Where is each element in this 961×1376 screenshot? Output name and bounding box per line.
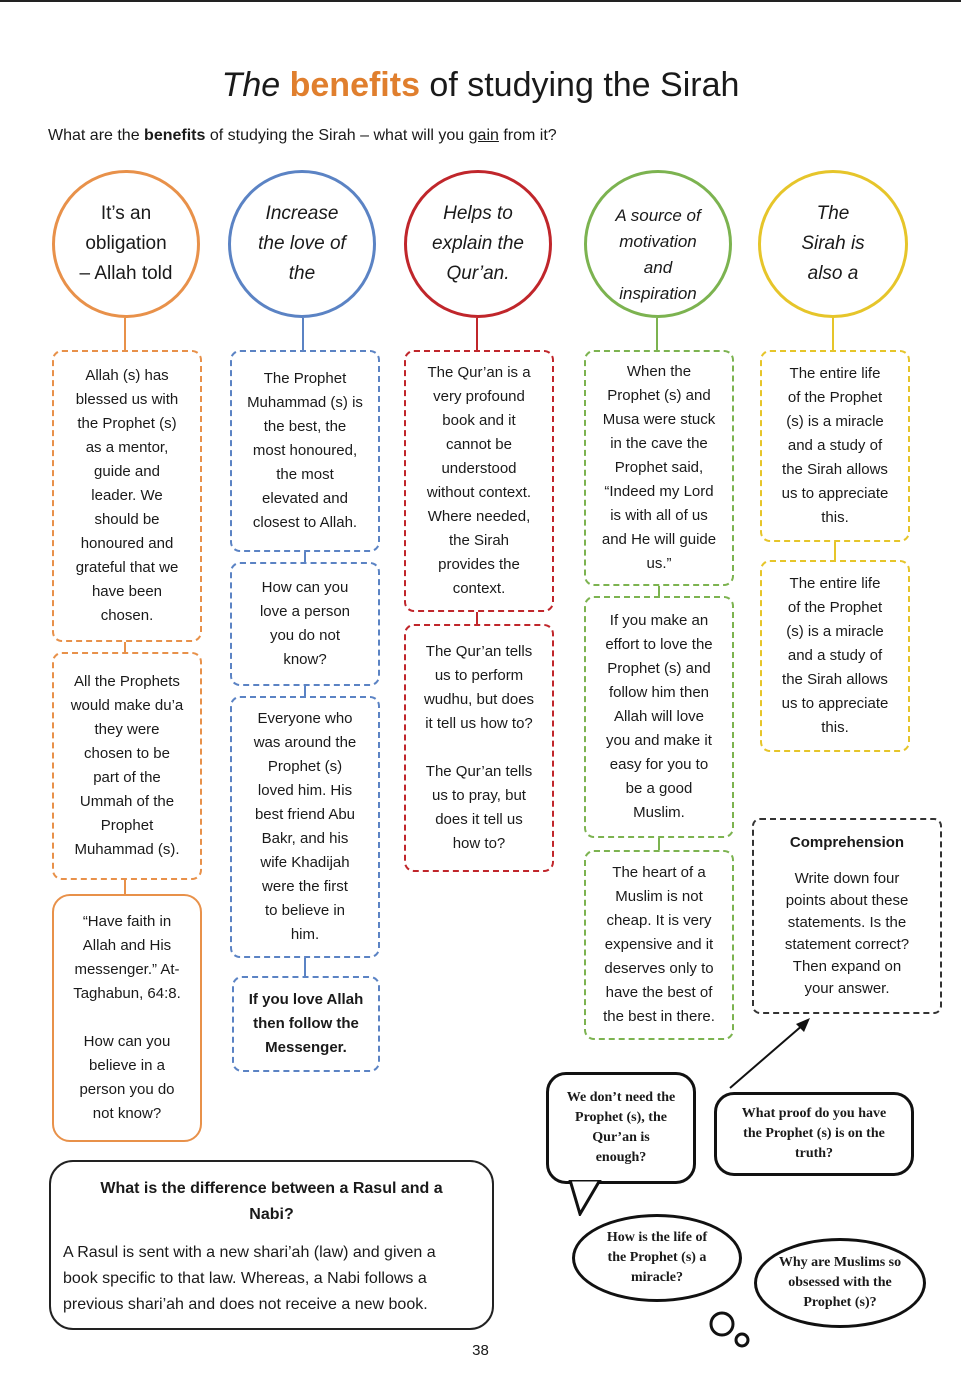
circle-explain-quran: Helps to explain the Qur’an. (404, 170, 552, 318)
box-prophets-dua: All the Prophets would make du’a they we… (52, 652, 202, 880)
circle-increase-love: Increase the love of the (228, 170, 376, 318)
circle-text: A source of motivation and inspiration (615, 206, 701, 303)
bubble-text: We don’t need the Prophet (s), the Qur’a… (566, 1090, 676, 1165)
box-blessed-mentor: Allah (s) has blessed us with the Prophe… (52, 350, 202, 642)
box-text: Everyone who was around the Prophet (s) … (253, 710, 357, 943)
box-text: If you love Allah then follow the Messen… (248, 991, 364, 1056)
connector (124, 318, 126, 350)
box-heart-of-muslim: The heart of a Muslim is not cheap. It i… (584, 850, 734, 1040)
connector (302, 318, 304, 350)
box-entire-life-1: The entire life of the Prophet (s) is a … (760, 350, 910, 542)
rasul-question: What is the difference between a Rasul a… (100, 1180, 443, 1223)
box-text: How can you love a person you do not kno… (259, 579, 351, 668)
connector (832, 318, 834, 350)
box-quran-profound: The Qur’an is a very profound book and i… (404, 350, 554, 612)
box-how-can-you-love: How can you love a person you do not kno… (230, 562, 380, 686)
bubble-text: How is the life of the Prophet (s) a mir… (606, 1230, 708, 1285)
box-text: The Prophet Muhammad (s) is the best, th… (247, 370, 363, 531)
circle-motivation: A source of motivation and inspiration (584, 170, 732, 318)
connector (658, 586, 660, 596)
circle-text: Helps to explain the Qur’an. (432, 203, 524, 284)
comprehension-body: Write down four points about these state… (784, 870, 910, 997)
box-cave-story: When the Prophet (s) and Musa were stuck… (584, 350, 734, 586)
connector (658, 838, 660, 850)
comprehension-box: Comprehension Write down four points abo… (752, 818, 942, 1014)
bubble-what-proof: What proof do you have the Prophet (s) i… (714, 1092, 914, 1176)
connector (834, 542, 836, 560)
rasul-nabi-box: What is the difference between a Rasul a… (49, 1160, 494, 1330)
bubble-dont-need-prophet: We don’t need the Prophet (s), the Qur’a… (546, 1072, 696, 1184)
page-number: 38 (472, 1342, 489, 1359)
circle-obligation: It’s an obligation – Allah told (52, 170, 200, 318)
subtitle-question: What are the benefits of studying the Si… (48, 127, 557, 145)
top-rule (0, 0, 961, 2)
subtitle-part: from it? (498, 127, 557, 144)
connector (304, 552, 306, 562)
box-text: All the Prophets would make du’a they we… (70, 673, 184, 858)
comprehension-title: Comprehension (789, 834, 905, 851)
connector (476, 318, 478, 350)
title-prefix: The (221, 66, 290, 104)
connector (124, 642, 126, 652)
box-text: Allah (s) has blessed us with the Prophe… (75, 367, 179, 624)
rasul-answer: A Rasul is sent with a new shari’ah (law… (63, 1244, 436, 1313)
box-text: When the Prophet (s) and Musa were stuck… (601, 363, 717, 572)
bubble-life-miracle: How is the life of the Prophet (s) a mir… (572, 1214, 742, 1302)
page-title: The benefits of studying the Sirah (0, 66, 961, 105)
connector (124, 880, 126, 894)
connector (304, 686, 306, 696)
bubble-why-obsessed: Why are Muslims so obsessed with the Pro… (754, 1238, 926, 1328)
box-text: If you make an effort to love the Prophe… (605, 612, 713, 821)
box-text: The heart of a Muslim is not cheap. It i… (603, 864, 715, 1025)
circle-sirah-miracle: The Sirah is also a (758, 170, 908, 318)
box-have-faith: “Have faith in Allah and His messenger.”… (52, 894, 202, 1142)
box-follow-messenger: If you love Allah then follow the Messen… (232, 976, 380, 1072)
subtitle-part: What are the (48, 127, 145, 144)
title-suffix: of studying the Sirah (419, 66, 740, 104)
box-quran-tells: The Qur’an tells us to perform wudhu, bu… (404, 624, 554, 872)
circle-text: Increase the love of the (258, 203, 346, 284)
title-highlight: benefits (289, 66, 420, 104)
box-prophet-best: The Prophet Muhammad (s) is the best, th… (230, 350, 380, 552)
box-text: “Have faith in Allah and His messenger.”… (73, 913, 181, 1122)
box-make-effort: If you make an effort to love the Prophe… (584, 596, 734, 838)
box-text: The entire life of the Prophet (s) is a … (781, 365, 889, 526)
subtitle-bold: benefits (144, 127, 206, 144)
connector (304, 958, 306, 976)
connector (656, 318, 658, 350)
box-text: The Qur’an is a very profound book and i… (426, 364, 532, 597)
box-entire-life-2: The entire life of the Prophet (s) is a … (760, 560, 910, 752)
arrow-to-comprehension (729, 1018, 810, 1089)
box-everyone-loved-him: Everyone who was around the Prophet (s) … (230, 696, 380, 958)
bubble-text: Why are Muslims so obsessed with the Pro… (778, 1255, 902, 1310)
circle-text: The Sirah is also a (801, 203, 865, 284)
subtitle-part: of studying the Sirah – what will you (205, 127, 469, 144)
box-text: The Qur’an tells us to perform wudhu, bu… (423, 643, 535, 852)
thought-dots (709, 1311, 750, 1348)
subtitle-underline: gain (468, 127, 499, 144)
box-text: The entire life of the Prophet (s) is a … (781, 575, 889, 736)
bubble-text: What proof do you have the Prophet (s) i… (741, 1106, 887, 1161)
connector (476, 612, 478, 624)
bubble-tail (568, 1180, 602, 1216)
circle-text: It’s an obligation – Allah told (79, 203, 173, 284)
